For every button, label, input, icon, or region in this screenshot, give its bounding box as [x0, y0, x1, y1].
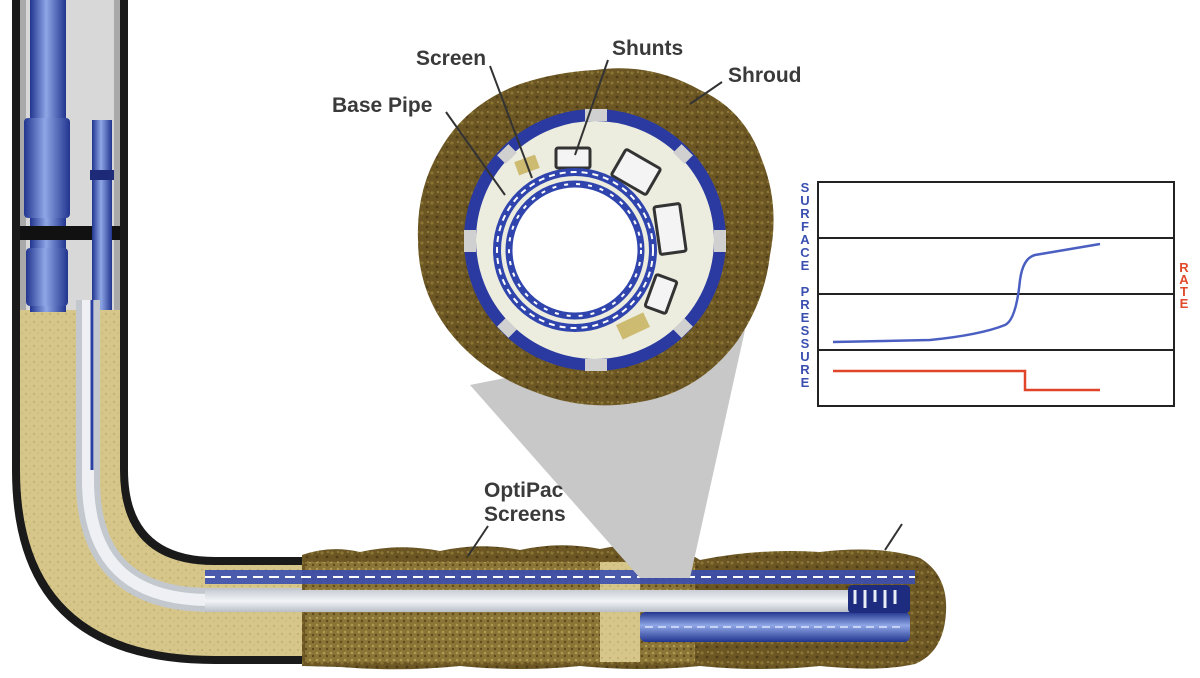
label-shroud: Shroud — [728, 64, 802, 87]
casing-liner-left — [20, 0, 26, 310]
shunts-leader — [574, 59, 609, 156]
open-hole — [205, 544, 947, 670]
casing-liner-right — [114, 0, 120, 310]
label-optipac-line2: Screens — [484, 503, 566, 526]
base-pipe-leader — [445, 111, 506, 196]
right-leader — [884, 523, 903, 551]
shroud-windows — [464, 109, 726, 371]
callouts: Screen Shunts Shroud Base Pipe OptiPac S… — [332, 37, 903, 557]
optipac-leader — [467, 525, 489, 557]
label-optipac-line1: OptiPac — [484, 479, 564, 502]
horizontal-washpipe — [205, 590, 865, 612]
side-tool — [92, 120, 112, 310]
label-screen: Screen — [416, 47, 486, 70]
cross-section — [417, 68, 774, 406]
shroud-leader — [689, 81, 723, 105]
tool-lower — [26, 248, 68, 306]
label-shunts: Shunts — [612, 37, 683, 60]
shunt-tubes — [554, 146, 688, 315]
washpipe-highlight — [82, 300, 870, 606]
screen-leader — [489, 65, 533, 179]
rate-curve — [833, 369, 1100, 392]
side-tool-collar — [90, 170, 114, 180]
sand-grain-bottom — [616, 312, 650, 340]
tool-body — [24, 118, 70, 218]
base-pipe-holes — [508, 183, 642, 317]
toe-fingers — [853, 590, 897, 608]
wellbore — [12, 0, 870, 664]
label-base-pipe: Base Pipe — [332, 94, 432, 117]
toe-cap — [848, 585, 910, 613]
pressure-curve — [832, 242, 1101, 344]
screen-wire — [496, 171, 654, 329]
